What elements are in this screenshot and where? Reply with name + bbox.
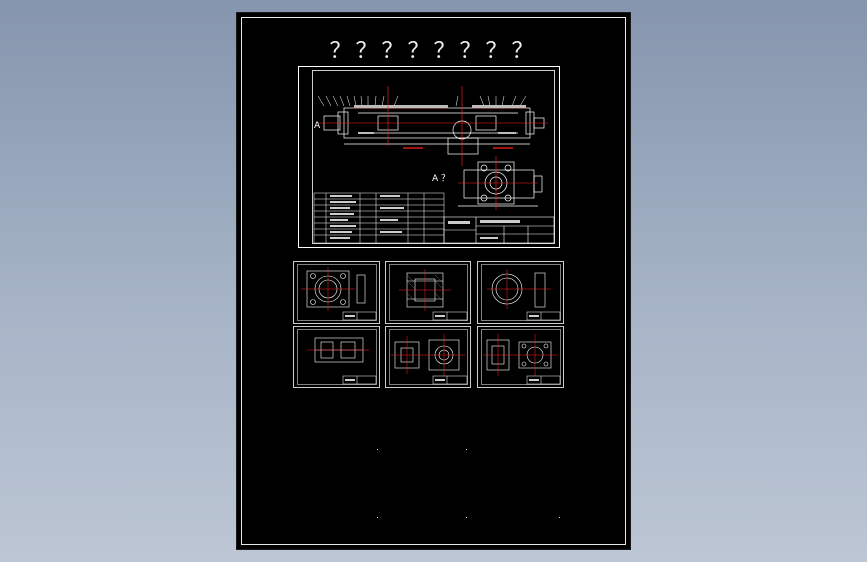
detail-drawing-2 (385, 261, 471, 324)
point-marker (377, 517, 378, 518)
view-label: A ？ (432, 174, 450, 184)
sheet-border (241, 17, 626, 545)
point-marker (466, 449, 467, 450)
point-marker (559, 517, 560, 518)
detail-drawing-6 (477, 326, 564, 388)
detail-drawing-3 (477, 261, 564, 324)
detail-drawing-1 (293, 261, 380, 324)
point-marker (377, 449, 378, 450)
point-marker (466, 517, 467, 518)
section-marker: A (314, 121, 321, 131)
main-assembly-drawing: A A ？ (298, 66, 560, 248)
sheet-title: ？？？？？？？？ (329, 39, 538, 64)
detail-drawing-4 (293, 326, 380, 388)
detail-drawing-5 (385, 326, 471, 388)
